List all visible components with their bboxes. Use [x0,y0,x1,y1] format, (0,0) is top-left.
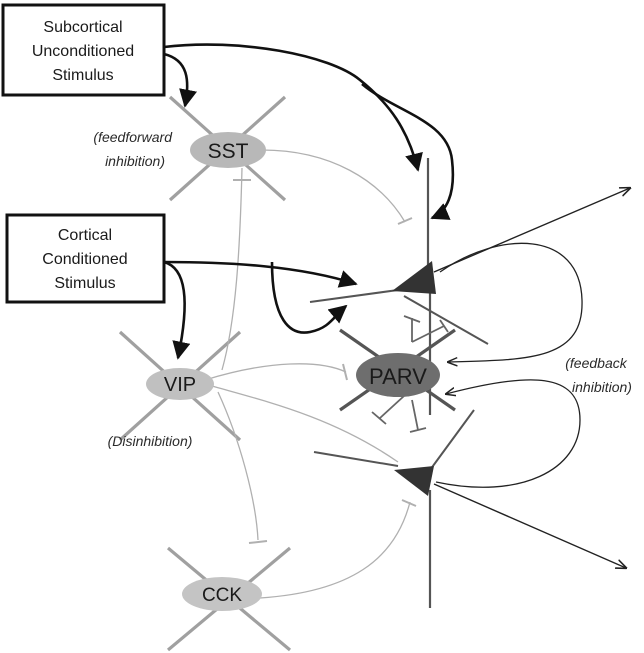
svg-text:(feedback: (feedback [565,355,627,371]
pyramidal-neuron-lower [313,409,626,608]
svg-text:Conditioned: Conditioned [42,251,127,268]
cck-cell: CCK [182,577,262,611]
sst-label: SST [208,140,249,163]
feedback-annotation: (feedback inhibition) [565,355,632,395]
vip-label: VIP [164,374,196,396]
svg-text:Unconditioned: Unconditioned [32,43,134,60]
feedback-loops [435,242,583,488]
vip-cell: VIP [146,368,214,400]
inhibitory-projections [204,149,417,599]
cortical-stimulus-box: Cortical Conditioned Stimulus [5,213,166,304]
svg-text:Cortical: Cortical [58,227,112,244]
svg-text:Subcortical: Subcortical [43,19,122,36]
parv-synapses [371,315,449,433]
svg-text:(feedforward: (feedforward [93,129,173,145]
cck-label: CCK [202,585,242,606]
sst-cell: SST [190,132,266,168]
subcortical-stimulus-box: Subcortical Unconditioned Stimulus [1,3,166,97]
disinhibition-annotation: (Disinhibition) [108,433,193,449]
svg-text:Stimulus: Stimulus [52,67,113,84]
svg-text:inhibition): inhibition) [572,379,632,395]
svg-text:Stimulus: Stimulus [54,275,115,292]
pyramidal-neuron-upper [309,158,630,415]
svg-text:inhibition): inhibition) [105,153,165,169]
parv-label: PARV [369,364,427,389]
excitatory-projections [163,43,455,360]
feedforward-annotation: (feedforward inhibition) [93,129,173,169]
parv-cell: PARV [356,353,440,397]
